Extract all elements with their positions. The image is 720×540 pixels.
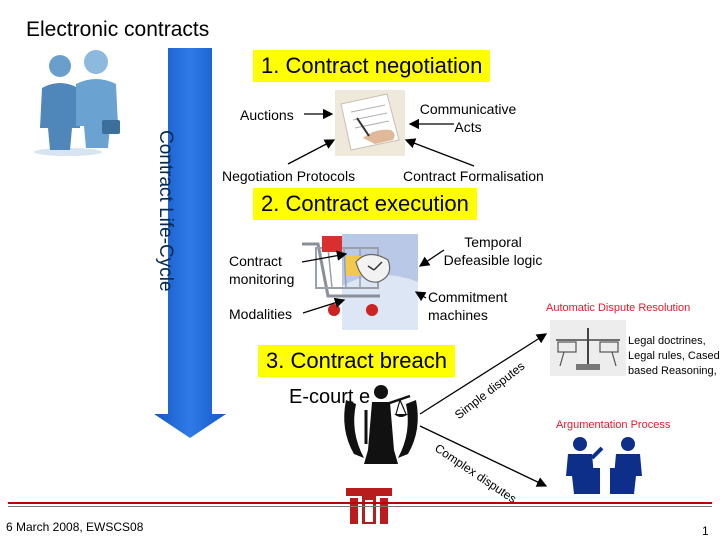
communicative-acts-label: Communicative Acts [419, 101, 517, 135]
businessmen-icon [34, 50, 120, 156]
modalities-label: Modalities [229, 306, 293, 322]
scales-machine-icon [550, 320, 626, 376]
contract-monitoring-label: Contract monitoring [229, 253, 295, 287]
legal-reasoning-label: Legal doctrines, Legal rules, Cased base… [628, 335, 720, 377]
footer-divider [8, 502, 712, 504]
page-number: 1 [702, 524, 709, 538]
negotiation-heading: 1. Contract negotiation [253, 50, 491, 82]
commitment-machines-label: Commitment machines [428, 289, 508, 323]
debate-figures-icon [566, 437, 642, 494]
slide-title: Electronic contracts [26, 18, 210, 41]
execution-heading: 2. Contract execution [253, 188, 477, 220]
temporal-logic-label: Temporal Defeasible logic [443, 234, 543, 268]
footer-divider-thin [8, 506, 712, 507]
shopping-cart-clock-icon [302, 234, 418, 330]
footer-date: 6 March 2008, EWSCS08 [6, 520, 144, 534]
breach-heading: 3. Contract breach [258, 345, 455, 377]
automatic-dispute-resolution-label: Automatic Dispute Resolution [546, 302, 691, 314]
auctions-label: Auctions [240, 107, 294, 123]
lifecycle-arrow [154, 48, 226, 438]
contract-signing-icon [335, 90, 405, 156]
argumentation-process-label: Argumentation Process [556, 419, 671, 431]
negotiation-protocols-label: Negotiation Protocols [222, 168, 356, 184]
contract-formalisation-label: Contract Formalisation [403, 168, 544, 184]
lady-justice-icon [344, 385, 418, 464]
